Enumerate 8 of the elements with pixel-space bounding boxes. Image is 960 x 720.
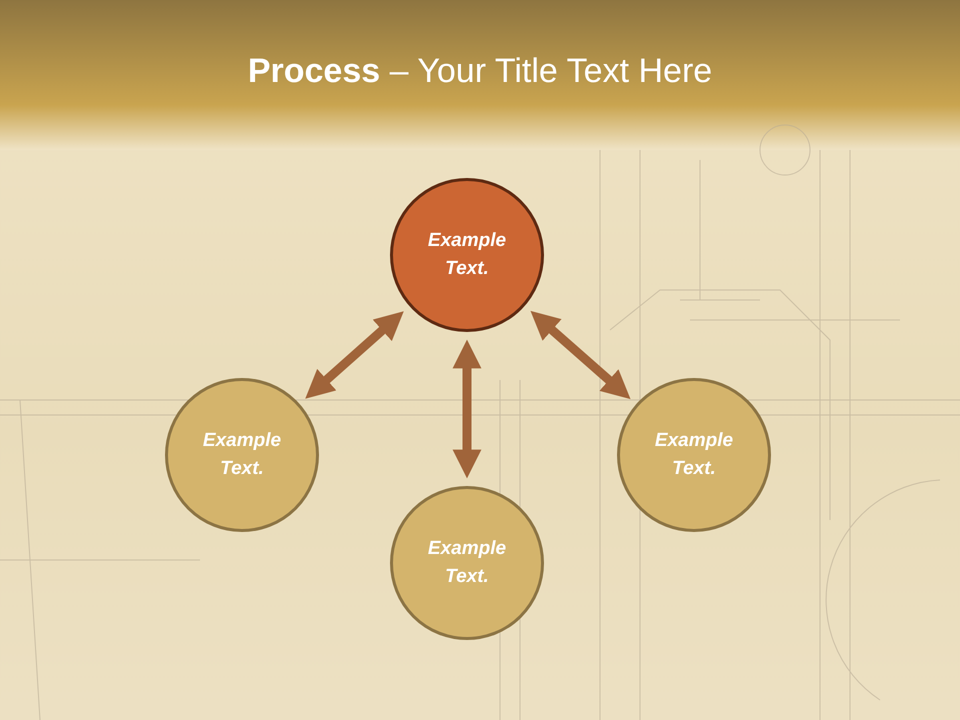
node-text: Example Text.: [426, 228, 508, 281]
double-arrow: [305, 311, 404, 399]
node-text: Example Text.: [202, 428, 282, 481]
double-arrow: [530, 310, 631, 400]
node-text: Example Text.: [654, 428, 734, 481]
node-text: Example Text.: [426, 536, 508, 589]
double-arrow: [452, 340, 482, 478]
slide-title: Process – Your Title Text Here: [246, 52, 714, 91]
